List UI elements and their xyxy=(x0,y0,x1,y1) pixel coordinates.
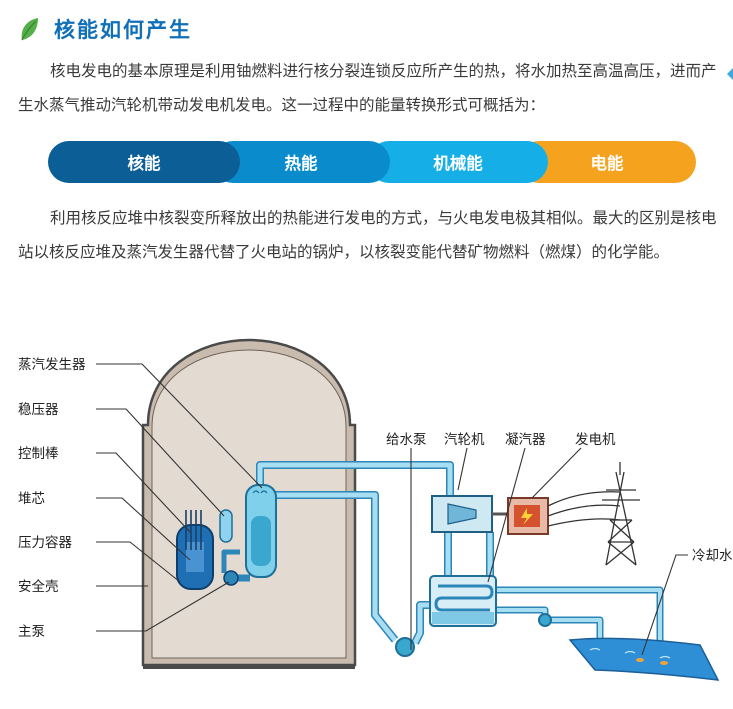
pressurizer xyxy=(219,509,233,543)
left-labels: 蒸汽发生器 稳压器 控制棒 堆芯 压力容器 安全壳 主泵 xyxy=(18,357,86,640)
generator xyxy=(507,497,549,535)
pressure-vessel xyxy=(176,510,239,590)
label-reactor-core: 堆芯 xyxy=(18,491,45,507)
lightning-icon xyxy=(521,508,533,525)
section-heading: 核能如何产生 xyxy=(18,14,192,44)
turbine xyxy=(431,495,510,533)
energy-step-mechanical: 机械能 xyxy=(368,141,548,183)
transmission-tower-icon xyxy=(547,462,640,566)
energy-step-thermal: 热能 xyxy=(212,141,390,183)
label-leader-lines xyxy=(96,363,688,656)
intro-paragraph: 核电发电的基本原理是利用铀燃料进行核分裂连锁反应所产生的热，将水加热至高温高压，… xyxy=(18,62,717,114)
cooling-pump xyxy=(538,613,552,627)
label-turbine: 汽轮机 xyxy=(444,432,485,448)
label-pressure-vessel: 压力容器 xyxy=(18,534,72,551)
coolant-pipes xyxy=(221,461,664,650)
cooling-water-river xyxy=(568,637,720,681)
label-steam-generator: 蒸汽发生器 xyxy=(18,357,86,373)
fish-icon xyxy=(636,658,668,665)
energy-step-label: 电能 xyxy=(590,154,624,173)
label-condenser: 凝汽器 xyxy=(505,432,546,448)
energy-step-label: 机械能 xyxy=(433,154,483,173)
condenser xyxy=(429,575,497,627)
energy-conversion-chain: 电能 机械能 热能 核能 xyxy=(48,141,696,183)
label-generator: 发电机 xyxy=(575,432,616,448)
energy-step-label: 核能 xyxy=(127,154,161,173)
top-labels: 给水泵 汽轮机 凝汽器 发电机 xyxy=(386,432,616,448)
steam-generator xyxy=(245,484,277,578)
feed-pump xyxy=(395,637,415,657)
section-title: 核能如何产生 xyxy=(54,18,192,42)
label-pressurizer: 稳压器 xyxy=(18,402,59,418)
label-containment: 安全壳 xyxy=(18,578,59,595)
label-feed-pump: 给水泵 xyxy=(386,432,427,448)
energy-step-label: 热能 xyxy=(284,154,318,173)
leaf-icon xyxy=(21,18,38,41)
label-cooling-water: 冷却水 xyxy=(692,548,733,564)
side-tab-icon[interactable] xyxy=(725,66,733,82)
label-control-rod: 控制棒 xyxy=(18,446,59,462)
comparison-paragraph: 利用核反应堆中核裂变所释放出的热能进行发电的方式，与火电发电极其相似。最大的区别… xyxy=(18,209,717,261)
nuclear-plant-diagram: 蒸汽发生器 稳压器 控制棒 堆芯 压力容器 安全壳 主泵 给水泵 汽轮机 凝汽器… xyxy=(18,338,733,681)
energy-step-nuclear: 核能 xyxy=(48,141,240,183)
label-main-pump: 主泵 xyxy=(18,624,45,640)
